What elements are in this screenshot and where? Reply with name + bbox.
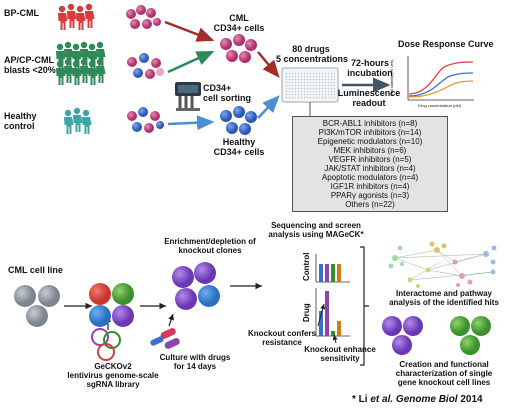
cml-cd34-label: CML CD34+ cells [213,13,265,33]
cell-sorting-label: CD34+ cell sorting [203,83,252,103]
curve-orange [408,80,474,98]
curve-x-axis-label: Drug concentration (nM) [418,103,462,108]
resistance-label: Knockout confers resistance [247,329,316,347]
citation-journal: et al. Genome Biol [370,394,458,405]
enriched-clones-icon [172,262,220,310]
creation-label: Creation and functional characterization… [395,360,493,387]
enrichment-label: Enrichment/depletion of knockout clones [164,237,256,255]
drug-class-item: Others (n=22) [345,200,395,209]
drug-plate-icon [281,67,339,103]
sensitivity-label: Knockout enhance sensitivity [304,345,376,363]
citation: * Li et al. Genome Biol 2014 [352,394,483,405]
arrow-resistance [317,303,326,327]
drug-class-item: JAK/STAT inhibitors (n=4) [324,164,416,173]
interactome-network-icon [388,241,497,288]
drug-class-item: Apoptotic modulators (n=4) [321,173,419,182]
curve-blue [408,72,474,97]
drug-class-item: PPARγ agonists (n=3) [330,191,410,200]
dose-response-plot [407,56,474,101]
drug-class-item: VEGFR inhibitors (n=5) [328,155,412,164]
group-label-bp-cml: BP-CML [4,8,39,18]
interactome-label: Interactome and pathway analysis of the … [389,289,499,307]
group-label-healthy: Healthy control [4,111,37,131]
drug-class-item: PI3K/mTOR inhibitors (n=14) [318,128,422,137]
arrow-healthy-to-plate [257,95,280,119]
arrow-healthy [167,115,215,131]
citation-year: 2014 [457,394,483,405]
group-label-ap-cp-cml: AP/CP-CML blasts <20% [4,55,56,75]
healthy-cd34-cells-icon [220,106,257,135]
knockout-clones-icon [89,283,134,327]
bp-cml-cells-icon [126,5,161,29]
cell-sorter-icon [175,82,201,111]
cml-cd34-cells-icon [220,34,257,63]
citation-prefix: * Li [352,394,371,405]
healthy-people-icon [64,107,92,134]
drug-class-item: MEK inhibitors (n=6) [333,146,407,155]
arrow-bp-cml [164,20,215,42]
healthy-cd34-label: Healthy CD34+ cells [213,137,265,157]
dose-response-title: Dose Response Curve [398,39,494,49]
screen-barplot [315,254,350,337]
drug-class-item: Epigenetic modulators (n=10) [317,137,423,146]
outcome-bracket [360,246,369,366]
drug-class-item: BCR-ABL1 inhibitors (n=8) [322,119,418,128]
drug-class-panel: BCR-ABL1 inhibitors (n=8) PI3K/mTOR inhi… [292,116,448,212]
drug-class-item: IGF1R inhibitors (n=4) [330,182,410,191]
arrow-sensitivity [332,334,338,344]
drug-axis-label: Drug [302,303,311,322]
incubation-label: 72-hours incubation [347,58,393,78]
culture-label: Culture with drugs for 14 days [159,353,231,371]
control-axis-label: Control [302,252,311,281]
cml-cell-line-icon [14,285,60,327]
healthy-cells-icon [127,107,164,133]
purple-knockout-line-icon [382,316,423,355]
ap-cp-cml-cells-icon [127,53,164,79]
drugs-label: 80 drugs 5 concentrations [276,44,349,64]
arrow-ap-cp-cml [167,50,215,74]
curve-red [408,61,474,95]
ap-cp-cml-people-icon [56,41,106,85]
curve-y-axis-label: Cell viability (% Veh) [389,59,394,96]
readout-label: Luminescence readout [337,88,401,108]
arrow-pills [168,313,174,327]
green-knockout-line-icon [450,316,491,355]
cml-cell-line-label: CML cell line [8,265,63,275]
library-label: GeCKOv2 lentivirus genome-scale sgRNA li… [67,362,159,389]
bp-cml-people-icon [58,3,95,31]
sequencing-label: Sequencing and screen analysis using MAG… [268,221,364,239]
drug-pills-icon [150,328,180,349]
arrow-cml-to-plate [257,51,280,78]
sgrna-library-icon [91,328,121,361]
